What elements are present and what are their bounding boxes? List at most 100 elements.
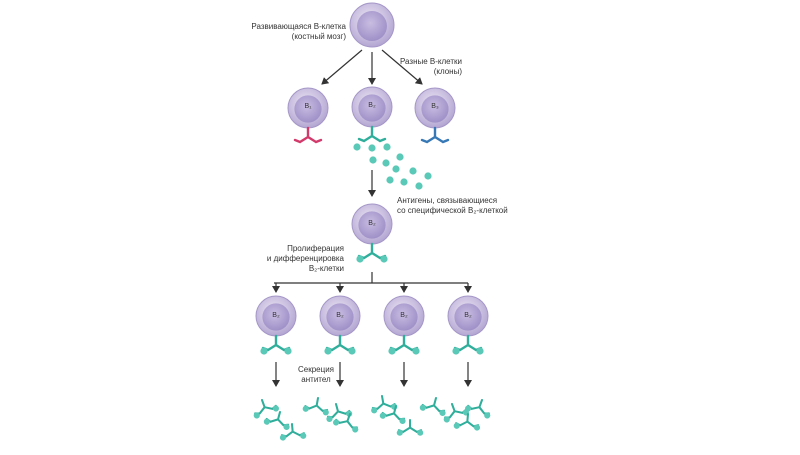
- developing-b-cell-nucleus: [357, 11, 387, 41]
- daughter-receptor-stem: [325, 334, 355, 352]
- daughter-receptor-antigen-left: [452, 347, 460, 355]
- secretion-label: Секреция антител: [296, 365, 336, 385]
- receptor-b2: [357, 125, 387, 143]
- daughter-receptor: [324, 334, 356, 355]
- antigen-dot: [392, 165, 400, 173]
- receptor-b1-stem: [293, 126, 323, 144]
- receptor-b3: [420, 126, 450, 144]
- secreted-antibody-antigen-right: [473, 424, 481, 431]
- secreted-antibody-antigen-left: [443, 416, 450, 423]
- daughter-b2-cell-nucleus: [390, 303, 418, 331]
- secreted-antibody: [332, 412, 359, 433]
- antigen-dot: [368, 144, 376, 152]
- secreted-antibody-stem: [455, 412, 480, 428]
- cell-b3-label: B₃: [431, 103, 439, 110]
- secreted-antibody: [464, 398, 491, 419]
- secreted-antibody: [302, 396, 329, 416]
- secreted-antibody-antigen-left: [396, 429, 403, 436]
- activated-b2-cell: [351, 203, 393, 245]
- secreted-antibody-antigen-left: [263, 418, 270, 425]
- cell-b2: [351, 86, 393, 128]
- secreted-antibody-stem: [280, 422, 305, 438]
- secreted-antibody: [279, 422, 307, 441]
- secreted-antibody: [371, 394, 398, 414]
- antigens-label-line2: со специфической В₂-клеткой: [397, 206, 508, 215]
- secreted-antibody-antigen-right: [300, 432, 307, 439]
- arrow-to-b3: [381, 49, 423, 85]
- proliferation-label-line3: В₂-клетки: [308, 264, 344, 273]
- proliferation-label-line1: Пролиферация: [287, 244, 344, 253]
- daughter-cell-4-label: B₂: [464, 312, 472, 319]
- secreted-antibody: [396, 418, 424, 436]
- daughter-receptor-stem: [453, 334, 483, 352]
- daughter-receptor-stem: [261, 334, 291, 352]
- secreted-antibody-antigen-right: [272, 405, 280, 412]
- secreted-antibody-antigen-right: [322, 409, 329, 416]
- clones-label: Разные В-клетки (клоны): [380, 57, 462, 77]
- clones-label-line2: (клоны): [433, 67, 462, 76]
- antigen-dot: [415, 182, 423, 190]
- secreted-antibody-antigen-left: [371, 407, 378, 414]
- secreted-antibody-antigen-left: [253, 412, 260, 419]
- activated-b2-cell-nucleus: [358, 211, 386, 239]
- secreted-antibody-antigen-left: [332, 419, 340, 426]
- secreted-antibody-stem: [467, 398, 490, 415]
- secreted-antibody-stem: [381, 404, 406, 421]
- secreted-antibody-antigen-right: [352, 426, 359, 433]
- secreted-antibody-antigen-left: [419, 404, 426, 411]
- secreted-antibody: [453, 412, 481, 431]
- antigen-dot: [382, 159, 390, 167]
- antigen-dot: [396, 153, 404, 161]
- secreted-antibody-antigen-right: [484, 412, 491, 419]
- cell-b2-nucleus: [358, 94, 386, 122]
- cell-b3: [414, 87, 456, 129]
- daughter-b2-cell: [255, 295, 297, 337]
- daughter-cell-1-label: B₂: [272, 312, 280, 319]
- cell-b3-nucleus: [421, 95, 449, 123]
- secreted-antibody-antigen-left: [302, 405, 309, 412]
- secreted-antibody-stem: [444, 402, 467, 419]
- developing-b-cell: [349, 2, 395, 48]
- receptor-b1: [293, 126, 323, 144]
- secretion-label-line1: Секреция: [297, 365, 334, 374]
- daughter-receptor: [452, 334, 484, 355]
- daughter-receptor-antigen-right: [412, 347, 420, 355]
- secreted-antibody: [253, 398, 280, 419]
- activated-receptor-stem: [357, 242, 387, 260]
- secreted-antibody-stem: [397, 418, 423, 433]
- daughter-cell-2-label: B₂: [336, 312, 344, 319]
- daughter-receptor-antigen-right: [284, 347, 292, 355]
- antigen-dot: [383, 143, 391, 151]
- antibodies-layer: [253, 394, 491, 441]
- secreted-antibody-antigen-left: [464, 405, 472, 412]
- daughter-b2-cell: [447, 295, 489, 337]
- secreted-antibody-antigen-left: [279, 434, 287, 441]
- activated-receptor: [356, 242, 388, 263]
- receptor-b3-stem: [420, 126, 450, 144]
- proliferation-label: Пролиферация и дифференцировка В₂-клетки: [262, 244, 344, 274]
- daughter-receptor: [260, 334, 292, 355]
- daughter-b2-cell-nucleus: [262, 303, 290, 331]
- secreted-antibody-antigen-right: [439, 409, 446, 417]
- receptors-layer: [260, 125, 484, 355]
- secreted-antibody-stem: [254, 398, 277, 415]
- secreted-antibody-stem: [335, 412, 358, 429]
- cell-b1-label: B₁: [304, 103, 312, 110]
- secreted-antibody-antigen-right: [417, 429, 424, 436]
- antigens-layer: [353, 143, 432, 190]
- daughter-b2-cell-nucleus: [326, 303, 354, 331]
- daughter-cell-3-label: B₂: [400, 312, 408, 319]
- activated-receptor-antigen-right: [380, 255, 388, 263]
- secreted-antibody: [419, 396, 446, 417]
- secreted-antibody-stem: [421, 396, 446, 413]
- cell-b2-label: B₂: [368, 102, 376, 109]
- secreted-antibody-antigen-left: [379, 412, 386, 419]
- daughter-receptor-antigen-right: [348, 347, 356, 355]
- secreted-antibody: [379, 404, 406, 425]
- secreted-antibody-stem: [304, 396, 329, 412]
- secreted-antibody-antigen-right: [399, 417, 406, 425]
- developing-cell-label-line1: Развивающаяся В-клетка: [251, 22, 346, 31]
- daughter-receptor-stem: [389, 334, 419, 352]
